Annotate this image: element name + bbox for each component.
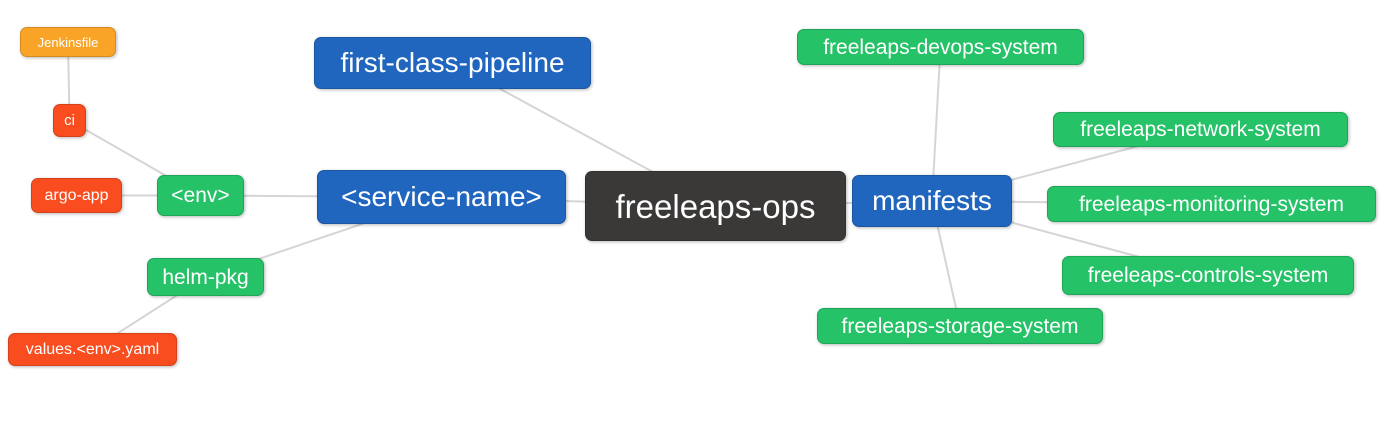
node-helm-pkg[interactable]: helm-pkg xyxy=(147,258,264,296)
node-manifests[interactable]: manifests xyxy=(852,175,1012,227)
node-jenkinsfile[interactable]: Jenkinsfile xyxy=(20,27,116,57)
node-values-env-yaml[interactable]: values.<env>.yaml xyxy=(8,333,177,366)
node-first-class-pipeline[interactable]: first-class-pipeline xyxy=(314,37,591,89)
node-service-name[interactable]: <service-name> xyxy=(317,170,566,224)
node-ci[interactable]: ci xyxy=(53,104,86,137)
node-freeleaps-controls-system[interactable]: freeleaps-controls-system xyxy=(1062,256,1354,295)
node-freeleaps-devops-system[interactable]: freeleaps-devops-system xyxy=(797,29,1084,65)
node-argo-app[interactable]: argo-app xyxy=(31,178,122,213)
node-freeleaps-ops[interactable]: freeleaps-ops xyxy=(585,171,846,241)
node-env[interactable]: <env> xyxy=(157,175,244,216)
node-freeleaps-storage-system[interactable]: freeleaps-storage-system xyxy=(817,308,1103,344)
node-freeleaps-network-system[interactable]: freeleaps-network-system xyxy=(1053,112,1348,147)
node-freeleaps-monitoring-system[interactable]: freeleaps-monitoring-system xyxy=(1047,186,1376,222)
